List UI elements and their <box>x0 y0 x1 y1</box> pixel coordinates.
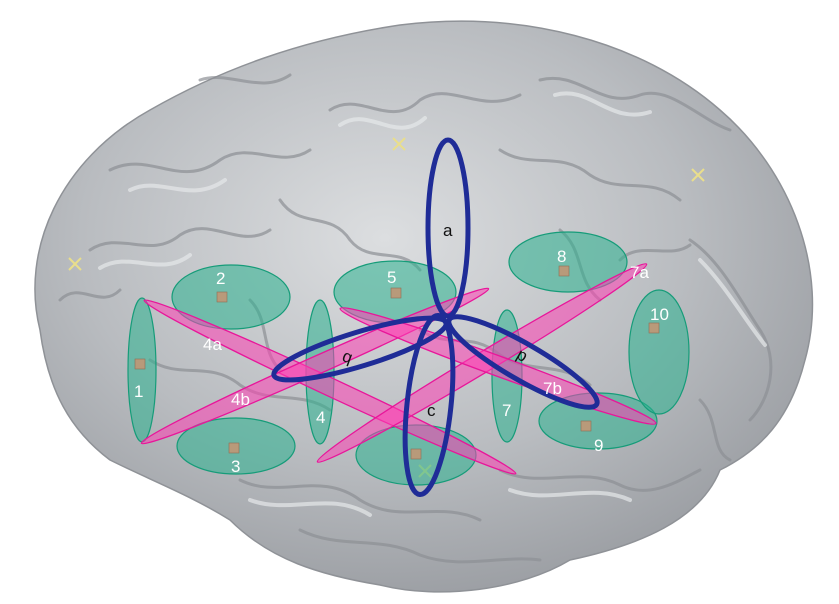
label-c: c <box>427 401 436 420</box>
label-3: 3 <box>231 457 240 476</box>
marker-9 <box>581 421 591 431</box>
marker-3 <box>229 443 239 453</box>
marker-8 <box>559 266 569 276</box>
label-7b: 7b <box>543 379 562 398</box>
label-1: 1 <box>134 382 143 401</box>
label-a: a <box>443 221 453 240</box>
label-8: 8 <box>557 247 566 266</box>
label-2: 2 <box>216 269 225 288</box>
marker-10 <box>649 323 659 333</box>
label-7: 7 <box>502 401 511 420</box>
label-9: 9 <box>594 436 603 455</box>
label-4b: 4b <box>231 390 250 409</box>
marker-5 <box>391 288 401 298</box>
label-7a: 7a <box>630 263 649 282</box>
label-4: 4 <box>316 408 325 427</box>
label-10: 10 <box>650 305 669 324</box>
marker-2 <box>217 292 227 302</box>
label-4a: 4a <box>203 335 222 354</box>
marker-6 <box>411 449 421 459</box>
teal-region-1 <box>128 298 156 442</box>
marker-1 <box>135 359 145 369</box>
label-5: 5 <box>387 268 396 287</box>
